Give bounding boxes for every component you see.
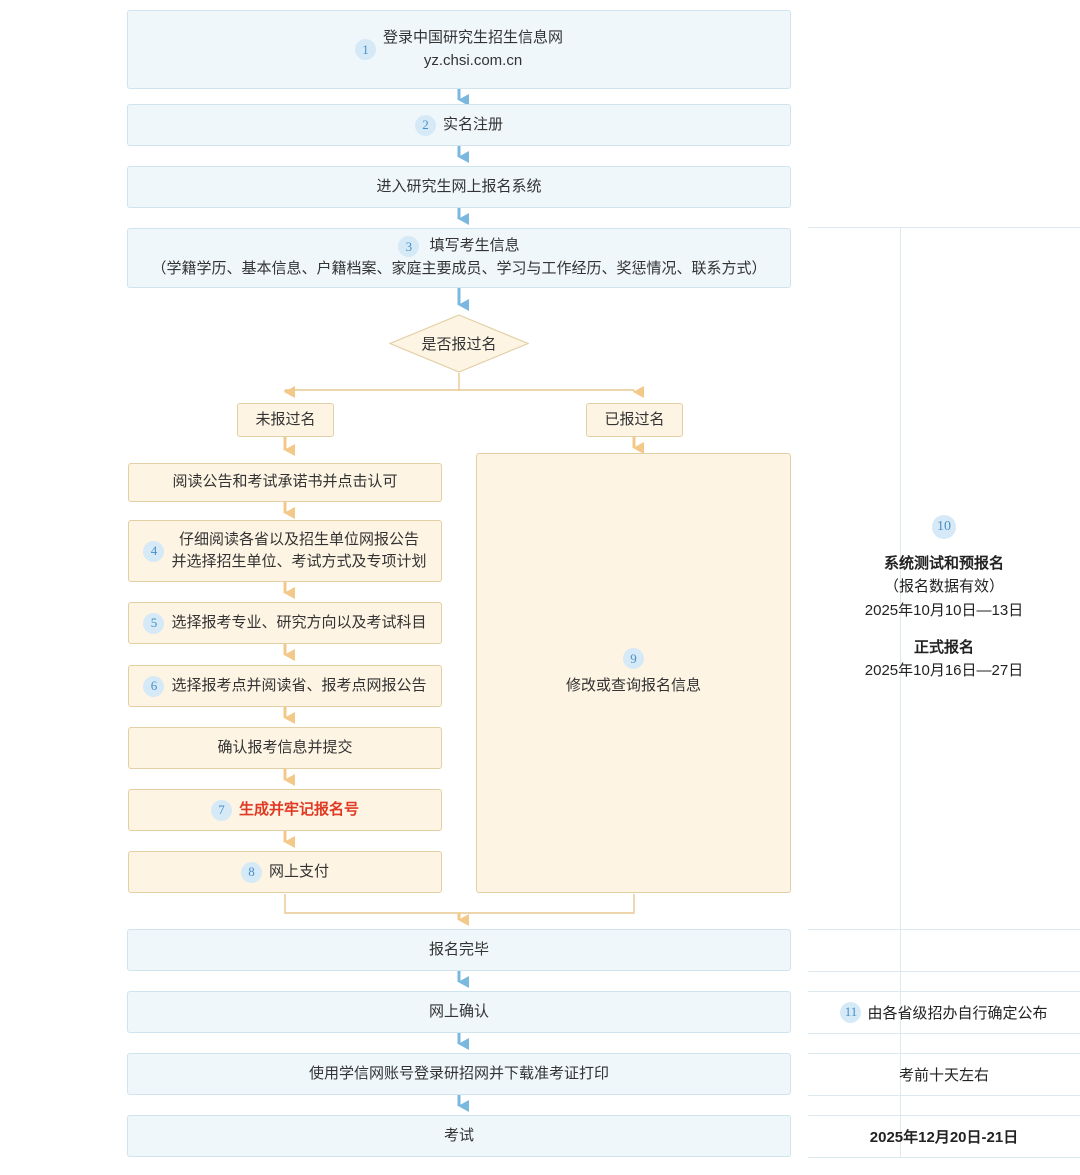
- step-label: 登录中国研究生招生信息网 yz.chsi.com.cn: [383, 27, 563, 72]
- step-label: 确认报考信息并提交: [217, 738, 353, 756]
- step-badge: 6: [143, 675, 165, 697]
- step-label: 网上支付: [268, 862, 329, 880]
- branch-already-registered[interactable]: 已报过名: [586, 403, 683, 437]
- panel-divider: [808, 1157, 1080, 1158]
- step-label: 实名注册: [442, 115, 503, 133]
- step-label: 选择报考点并阅读省、报考点网报公告: [171, 676, 427, 694]
- panel-title-formal-registration: 正式报名: [913, 638, 974, 656]
- step-label: 考试: [443, 1126, 474, 1144]
- step-select-exam-site[interactable]: 6 选择报考点并阅读省、报考点网报公告: [128, 665, 442, 707]
- panel-row-ticket-date: 考前十天左右: [808, 1053, 1080, 1095]
- step-label: 阅读公告和考试承诺书并点击认可: [172, 473, 398, 491]
- panel-divider: [808, 1115, 1080, 1116]
- panel-badge: 10: [932, 515, 956, 540]
- step-read-notice[interactable]: 阅读公告和考试承诺书并点击认可: [128, 463, 442, 502]
- panel-badge: 11: [840, 1001, 862, 1023]
- panel-row-text: 考前十天左右: [898, 1066, 989, 1084]
- panel-row-text: 2025年12月20日-21日: [869, 1128, 1019, 1146]
- step-badge: 8: [240, 861, 262, 883]
- step-badge: 7: [210, 799, 232, 821]
- step-label-line1: 仔细阅读各省以及招生单位网报公告: [178, 530, 419, 548]
- step-label: 报名完毕: [428, 940, 489, 958]
- panel-vertical-rule: [900, 227, 901, 1157]
- panel-divider: [808, 929, 1080, 930]
- step-label-text: 填写考生信息: [429, 237, 520, 255]
- step-badge: 2: [414, 114, 436, 136]
- step-label-line2: yz.chsi.com.cn: [423, 51, 523, 69]
- step-realname-register[interactable]: 2 实名注册: [127, 104, 791, 146]
- step-label: 进入研究生网上报名系统: [376, 177, 542, 195]
- step-label-line2: 并选择招生单位、考试方式及专项计划: [171, 553, 427, 570]
- panel-registration-block: 10 系统测试和预报名 （报名数据有效） 2025年10月10日—13日 正式报…: [808, 515, 1080, 682]
- step-fill-info[interactable]: 3 填写考生信息 （学籍学历、基本信息、户籍档案、家庭主要成员、学习与工作经历、…: [127, 228, 791, 288]
- step-label-line1: 登录中国研究生招生信息网: [382, 29, 563, 46]
- step-badge: 5: [143, 612, 165, 634]
- step-label: 网上确认: [428, 1002, 489, 1020]
- step-modify-query[interactable]: 9 修改或查询报名信息: [476, 453, 791, 893]
- step-label: 仔细阅读各省以及招生单位网报公告 并选择招生单位、考试方式及专项计划: [171, 529, 426, 574]
- step-login[interactable]: 1 登录中国研究生招生信息网 yz.chsi.com.cn: [127, 10, 791, 89]
- step-generate-number[interactable]: 7 生成并牢记报名号: [128, 789, 442, 831]
- step-read-province-notice[interactable]: 4 仔细阅读各省以及招生单位网报公告 并选择招生单位、考试方式及专项计划: [128, 520, 442, 582]
- step-badge: 1: [354, 39, 376, 60]
- step-online-payment[interactable]: 8 网上支付: [128, 851, 442, 893]
- panel-divider: [808, 971, 1080, 972]
- step-enter-system[interactable]: 进入研究生网上报名系统: [127, 166, 791, 208]
- step-label-line1: 3 填写考生信息: [151, 235, 766, 258]
- panel-date-formal-registration: 2025年10月16日—27日: [864, 662, 1024, 680]
- step-online-confirm[interactable]: 网上确认: [127, 991, 791, 1033]
- step-select-major[interactable]: 5 选择报考专业、研究方向以及考试科目: [128, 602, 442, 644]
- step-badge: 9: [623, 648, 644, 670]
- step-badge: 3: [398, 236, 420, 258]
- step-label: 修改或查询报名信息: [565, 677, 701, 695]
- panel-sub-pre-registration: （报名数据有效）: [883, 578, 1004, 596]
- step-exam[interactable]: 考试: [127, 1115, 791, 1157]
- step-download-admission-ticket[interactable]: 使用学信网账号登录研招网并下载准考证打印: [127, 1053, 791, 1095]
- step-registration-done[interactable]: 报名完毕: [127, 929, 791, 971]
- step-label: 使用学信网账号登录研招网并下载准考证打印: [308, 1064, 609, 1082]
- decision-label: 是否报过名: [421, 336, 497, 353]
- step-badge: 4: [143, 540, 165, 562]
- branch-label: 未报过名: [255, 410, 316, 428]
- panel-divider: [808, 1053, 1080, 1054]
- branch-label: 已报过名: [604, 410, 665, 428]
- panel-date-pre-registration: 2025年10月10日—13日: [864, 601, 1024, 619]
- panel-title-pre-registration: 系统测试和预报名: [883, 555, 1004, 573]
- step-label: 选择报考专业、研究方向以及考试科目: [171, 613, 427, 631]
- branch-not-registered[interactable]: 未报过名: [237, 403, 334, 437]
- panel-row-text: 由各省级招办自行确定公布: [867, 1004, 1048, 1022]
- decision-registered-before[interactable]: 是否报过名: [389, 314, 529, 373]
- panel-divider: [808, 1033, 1080, 1034]
- panel-row-confirm-date: 11 由各省级招办自行确定公布: [808, 991, 1080, 1033]
- step-label: 3 填写考生信息 （学籍学历、基本信息、户籍档案、家庭主要成员、学习与工作经历、…: [151, 235, 767, 280]
- panel-row-exam-date: 2025年12月20日-21日: [808, 1115, 1080, 1157]
- step-confirm-submit[interactable]: 确认报考信息并提交: [128, 727, 442, 769]
- step-label-line2: （学籍学历、基本信息、户籍档案、家庭主要成员、学习与工作经历、奖惩情况、联系方式…: [151, 260, 767, 278]
- diamond-shape: [389, 314, 529, 373]
- panel-divider: [808, 991, 1080, 992]
- panel-divider: [808, 1095, 1080, 1096]
- panel-divider: [808, 227, 1080, 228]
- step-label: 生成并牢记报名号: [238, 800, 359, 818]
